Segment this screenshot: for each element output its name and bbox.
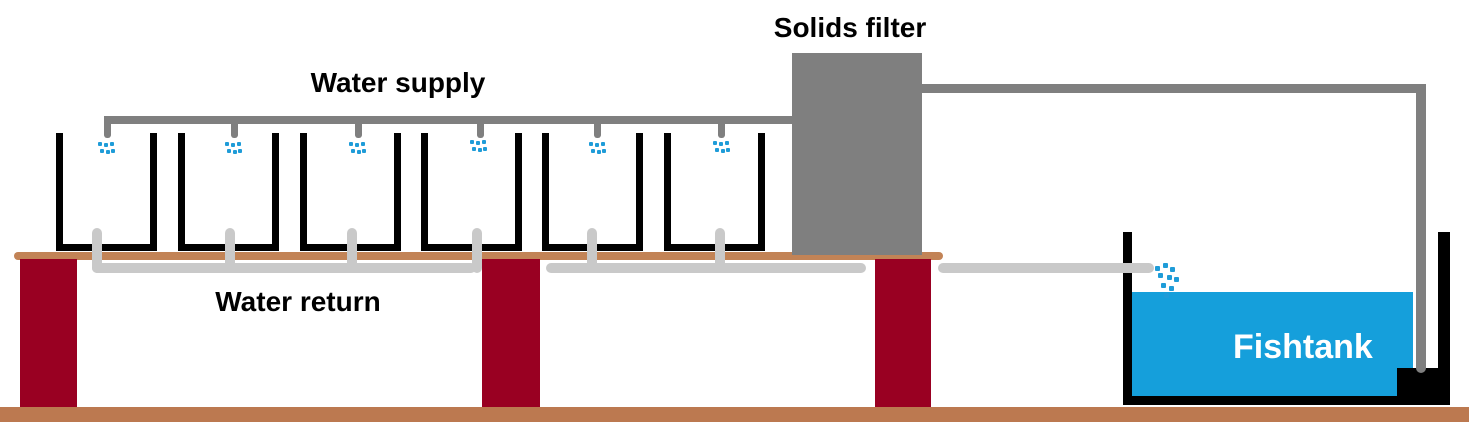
water-drip-icon: [98, 142, 102, 146]
grow-bed-6: [664, 133, 765, 251]
water-drip-icon: [713, 141, 717, 145]
fishtank-label: Fishtank: [1233, 328, 1373, 366]
supply-dropper-4: [477, 116, 484, 138]
floor: [0, 407, 1469, 422]
water-drip-icon: [349, 142, 353, 146]
solids-filter-label: Solids filter: [773, 12, 927, 43]
return-drain-6: [715, 228, 725, 273]
solids-filter-box: [792, 53, 922, 255]
water-return-label: Water return: [215, 286, 381, 317]
water-supply-pipe: [104, 116, 792, 124]
supply-dropper-5: [594, 116, 601, 138]
water-return-pipe-segment-3: [938, 263, 1154, 273]
table-leg-right: [875, 259, 931, 407]
return-drain-3: [347, 228, 357, 273]
filter-to-tank-pipe-horizontal: [922, 84, 1426, 93]
return-drain-4: [472, 228, 482, 273]
water-supply-label: Water supply: [310, 67, 486, 98]
water-drip-icon: [225, 142, 229, 146]
supply-dropper-2: [231, 116, 238, 138]
fishtank-left-wall: [1123, 232, 1132, 405]
fishtank-bottom: [1123, 396, 1450, 405]
supply-dropper-3: [355, 116, 362, 138]
return-drain-2: [225, 228, 235, 273]
supply-dropper-6: [718, 116, 725, 138]
water-drip-icon: [589, 142, 593, 146]
grow-bed-1: [56, 133, 157, 251]
return-drain-1: [92, 228, 102, 273]
filter-to-tank-pipe-vertical: [1416, 84, 1426, 373]
table-leg-middle: [482, 259, 540, 407]
water-return-pipe-segment-2: [546, 263, 866, 273]
supply-dropper-1: [104, 116, 111, 138]
water-return-pipe-segment-1: [92, 263, 476, 273]
water-drip-icon: [470, 140, 474, 144]
bubbles-icon: [1155, 266, 1160, 271]
fishtank-right-wall: [1438, 232, 1450, 405]
fishtank-water: [1132, 292, 1413, 396]
grow-bed-4: [421, 133, 522, 251]
pump: [1397, 368, 1449, 405]
table-leg-left: [20, 259, 77, 407]
return-drain-5: [587, 228, 597, 273]
